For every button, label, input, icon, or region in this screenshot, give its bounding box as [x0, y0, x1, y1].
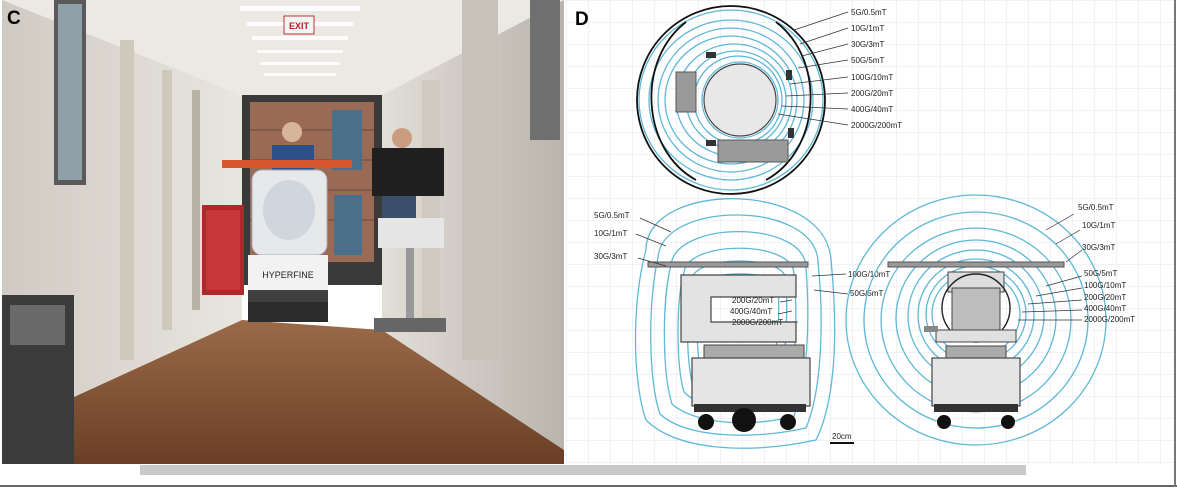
top-view: 5G/0.5mT 10G/1mT 30G/3mT 50G/5mT 100G/10…: [636, 5, 902, 195]
side-label-30g: 30G/3mT: [594, 252, 627, 261]
top-label-6: 200G/20mT: [851, 89, 893, 98]
panel-d-label: D: [575, 9, 589, 30]
top-label-3: 30G/3mT: [851, 40, 884, 49]
front-label-7: 400G/40mT: [1084, 304, 1126, 313]
hallway-photo: EXIT HYPERFINE: [2, 0, 564, 464]
device-logo: HYPERFINE: [262, 270, 314, 280]
front-label-8: 2000G/200mT: [1084, 315, 1135, 324]
side-label-50g: 50G/5mT: [850, 289, 883, 298]
right-divider: [1174, 0, 1176, 487]
front-label-4: 50G/5mT: [1084, 269, 1117, 278]
top-label-5: 100G/10mT: [851, 73, 893, 82]
panel-c-photo: EXIT HYPERFINE C: [2, 0, 564, 464]
field-contour-diagram: 5G/0.5mT 10G/1mT 30G/3mT 50G/5mT 100G/10…: [566, 0, 1174, 464]
side-label-400g: 400G/40mT: [730, 307, 772, 316]
top-label-2: 10G/1mT: [851, 24, 884, 33]
front-view: 5G/0.5mT 10G/1mT 30G/3mT 50G/5mT 100G/10…: [845, 194, 1135, 446]
panel-d-diagram: 5G/0.5mT 10G/1mT 30G/3mT 50G/5mT 100G/10…: [566, 0, 1174, 464]
front-label-3: 30G/3mT: [1082, 243, 1115, 252]
front-label-1: 5G/0.5mT: [1078, 203, 1114, 212]
side-label-2000g: 2000G/200mT: [732, 318, 783, 327]
side-label-5g: 5G/0.5mT: [594, 211, 630, 220]
top-label-4: 50G/5mT: [851, 56, 884, 65]
front-label-6: 200G/20mT: [1084, 293, 1126, 302]
top-label-8: 2000G/200mT: [851, 121, 902, 130]
scale-bar: 20cm: [830, 432, 854, 444]
scale-bar-label: 20cm: [832, 432, 852, 441]
side-label-10g: 10G/1mT: [594, 229, 627, 238]
horizontal-scrollbar[interactable]: [140, 465, 1026, 475]
exit-sign: EXIT: [289, 21, 310, 31]
top-label-1: 5G/0.5mT: [851, 8, 887, 17]
bottom-divider: [0, 485, 1177, 487]
front-label-2: 10G/1mT: [1082, 221, 1115, 230]
front-label-5: 100G/10mT: [1084, 281, 1126, 290]
top-label-7: 400G/40mT: [851, 105, 893, 114]
side-view: 5G/0.5mT 10G/1mT 30G/3mT 100G/10mT 50G/5…: [594, 198, 890, 449]
side-label-200g: 200G/20mT: [732, 296, 774, 305]
side-label-100g: 100G/10mT: [848, 270, 890, 279]
grid-background: [566, 0, 1174, 464]
panel-c-label: C: [7, 8, 21, 29]
